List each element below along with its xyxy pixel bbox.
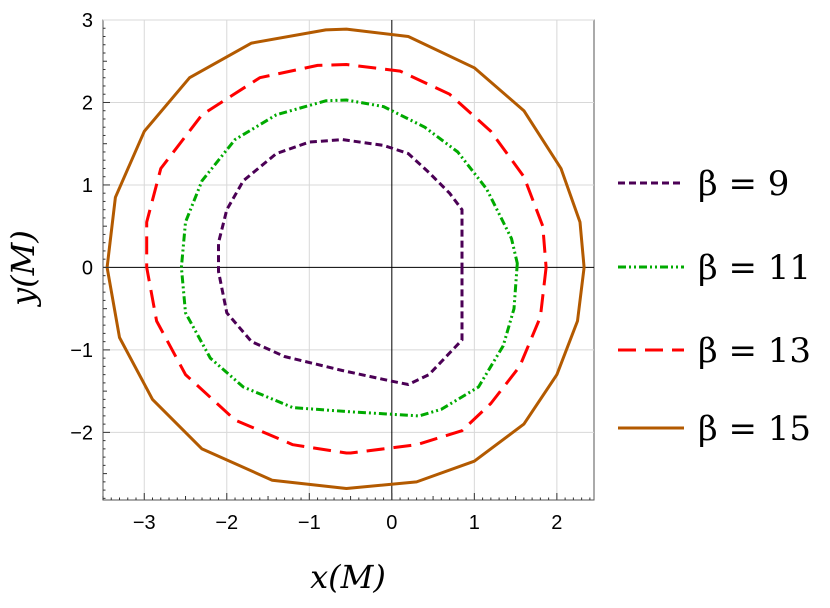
y-tick-label: 3: [82, 10, 93, 32]
y-tick-label: −1: [70, 340, 93, 362]
x-tick-label: 0: [386, 512, 397, 534]
legend-label-4: β = 15: [698, 409, 811, 449]
series-line-1: [217, 138, 464, 386]
x-tick-label: −2: [215, 512, 238, 534]
x-tick-label: −1: [298, 512, 321, 534]
axes: [103, 20, 594, 500]
x-tick-label: −3: [133, 512, 156, 534]
y-tick-label: −2: [70, 422, 93, 444]
legend-label-2: β = 11: [698, 248, 811, 288]
y-tick-label: 2: [82, 92, 93, 114]
series-line-2: [179, 98, 519, 418]
legend-label-3: β = 13: [698, 331, 811, 371]
legend-label-1: β = 9: [698, 164, 789, 204]
series-line-4: [105, 27, 586, 490]
series-layer: [105, 27, 586, 490]
y-tick-label: 1: [82, 175, 93, 197]
x-tick-label: 2: [551, 512, 562, 534]
y-tick-label: 0: [82, 257, 93, 279]
x-tick-label: 1: [469, 512, 480, 534]
x-axis-label: x(M): [310, 558, 386, 596]
legend: β = 9 β = 11 β = 13 β = 15: [618, 164, 811, 449]
y-axis-label: y(M): [4, 230, 42, 308]
series-line-3: [145, 63, 548, 455]
ticks: −3 −2 −1 0 1 2 −2 −1 0 1 2 3: [70, 10, 591, 534]
